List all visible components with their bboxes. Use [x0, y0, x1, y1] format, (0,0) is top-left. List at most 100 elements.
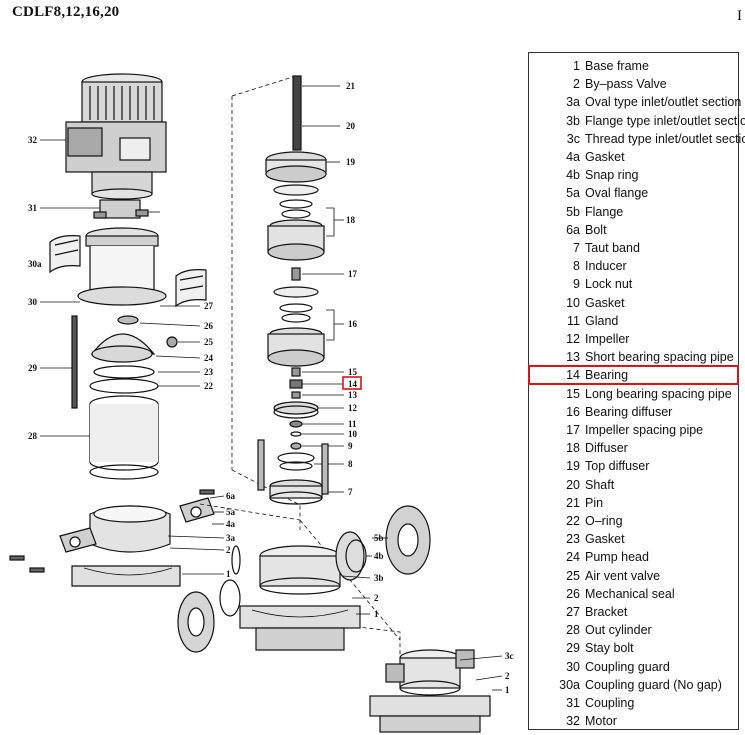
callout-label: 13 [348, 390, 358, 400]
legend-number: 7 [573, 241, 580, 255]
legend-label: Snap ring [585, 168, 639, 183]
callout-label: 29 [28, 363, 38, 373]
legend-number: 10 [566, 295, 580, 310]
callout-label: 23 [204, 367, 214, 377]
legend-number: 17 [566, 423, 580, 437]
legend-label: Gasket [585, 532, 625, 547]
legend-label: Bracket [585, 605, 628, 619]
callout-label: 30 [28, 297, 38, 307]
legend-number: 9 [573, 277, 580, 292]
legend-label: Long bearing spacing pipe [585, 386, 732, 401]
legend-label: Coupling [585, 696, 635, 710]
out-cylinder-part [40, 395, 159, 480]
legend-row: 30 Coupling guard [529, 658, 738, 676]
legend-label: Oval type inlet/outlet section [585, 95, 742, 110]
exploded-pump-drawing: 21 20 19 18 17 16 15 14 13 12 11 10 9 8 … [9, 73, 514, 733]
callout-label: 18 [346, 215, 356, 225]
callout-label: 4a [226, 519, 236, 529]
legend-label: Shaft [585, 477, 615, 492]
callout-label: 10 [348, 429, 358, 439]
legend-row: 10 Gasket [529, 294, 738, 312]
thread-inlet-section-part [369, 649, 503, 733]
legend-label: Coupling guard (No gap) [585, 677, 722, 692]
legend-number: 19 [566, 459, 580, 474]
legend-label: Mechanical seal [585, 586, 675, 601]
callout-label: 7 [348, 487, 353, 497]
callout-label: 32 [28, 135, 38, 145]
legend-label: Coupling guard [585, 659, 670, 674]
callout-label: 1 [505, 685, 510, 695]
flange-inlet-section-part [177, 531, 371, 653]
legend-number: 22 [566, 514, 580, 528]
legend-label: By–pass Valve [585, 77, 667, 92]
legend-label: Short bearing spacing pipe [585, 350, 734, 365]
callout-label: 17 [348, 269, 358, 279]
legend-label: Taut band [585, 241, 640, 255]
top-diffuser-part [265, 151, 340, 183]
legend-label: Gasket [585, 295, 625, 310]
callout-labels: 21 20 19 18 17 16 15 14 13 12 11 10 9 8 … [28, 81, 514, 695]
callout-label: 4b [374, 551, 384, 561]
legend-number: 24 [566, 550, 580, 565]
legend-number: 6a [566, 222, 580, 237]
callout-label: 3c [505, 651, 514, 661]
callout-label: 9 [348, 441, 353, 451]
callout-label: 5b [374, 533, 384, 543]
callout-label: 15 [348, 367, 358, 377]
legend-label: Air vent valve [585, 568, 661, 583]
legend-number: 12 [566, 332, 580, 346]
callout-label: 31 [28, 203, 38, 213]
legend-label: Diffuser [585, 441, 628, 456]
callout-label: 2 [226, 545, 231, 555]
callout-label: 16 [348, 319, 358, 329]
callout-label: 26 [204, 321, 214, 331]
diffuser-group-18 [267, 184, 344, 261]
callout-label: 1 [374, 609, 379, 619]
legend-label: Impeller [585, 332, 630, 346]
legend-label: Flange type inlet/outlet section [585, 113, 745, 128]
legend-label: Gasket [585, 150, 625, 164]
callout-label: 30a [28, 259, 42, 269]
callout-label: 1 [226, 569, 231, 579]
callout-label: 3a [226, 533, 236, 543]
pump-head-part [90, 333, 201, 363]
legend-number: 15 [566, 386, 580, 401]
callout-label: 21 [346, 81, 356, 91]
callout-label: 2 [505, 671, 510, 681]
legend-number: 30 [566, 659, 580, 674]
legend-number: 32 [566, 714, 580, 729]
corner-mark: I [737, 8, 742, 24]
bearing-diffuser-group-16 [267, 286, 344, 367]
callout-label: 14 [348, 379, 358, 389]
legend-label: Out cylinder [585, 623, 652, 638]
legend-number: 5b [566, 204, 580, 219]
legend-number: 31 [566, 696, 580, 710]
legend-label: Bearing diffuser [585, 404, 673, 419]
legend-number: 30a [559, 677, 580, 692]
legend-label: Pin [585, 495, 604, 510]
legend-row: 31 Coupling [529, 694, 738, 712]
legend-number: 5a [566, 186, 580, 201]
legend-number: 3c [566, 131, 580, 146]
